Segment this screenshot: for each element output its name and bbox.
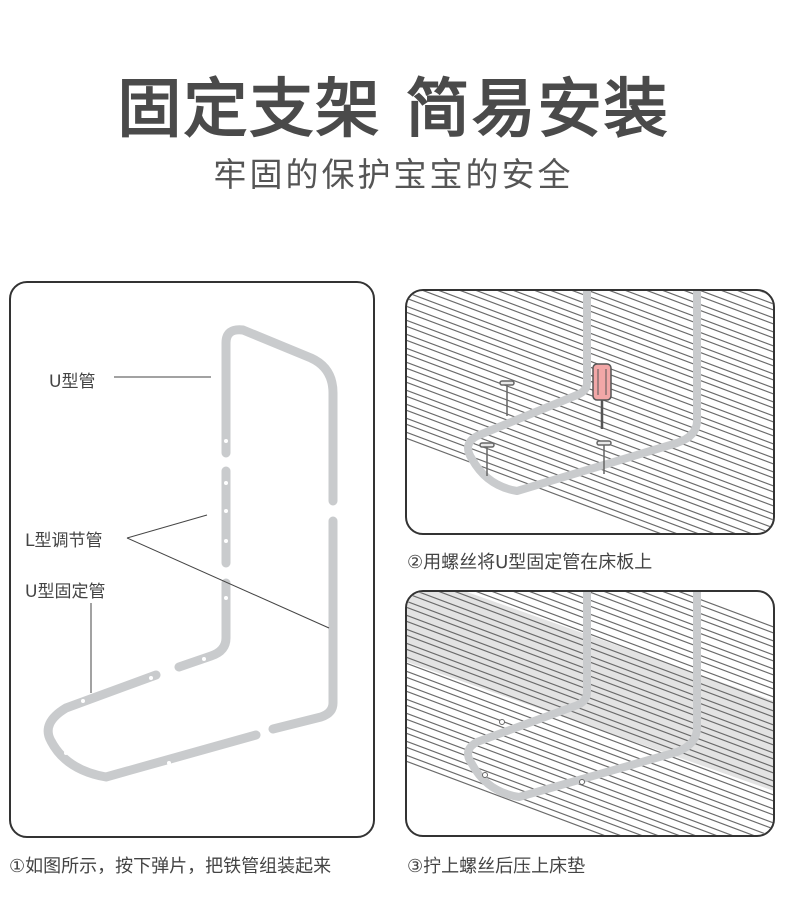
right-side-tube (268, 516, 338, 734)
bed-slat (407, 691, 773, 835)
bed-slat (407, 592, 773, 653)
l-adjust-tube-lower (174, 578, 231, 672)
screw-icon (479, 380, 612, 476)
screwdriver-icon (592, 363, 612, 429)
bed-slat (407, 663, 773, 821)
bed-board-screw-illustration (407, 291, 773, 533)
caption-step-1: ①如图所示，按下弹片，把铁管组装起来 (9, 856, 332, 877)
bed-slat (407, 368, 773, 526)
bed-slat (407, 291, 773, 358)
bed-slat (407, 354, 773, 512)
bed-slat (407, 291, 773, 344)
assembly-diagram-panel: U型管 L型调节管 U型固定管 (9, 281, 375, 838)
caption-step-3: ③拧上螺丝后压上床垫 (407, 856, 586, 877)
bed-slat (407, 719, 773, 835)
bed-slat (407, 592, 773, 667)
bed-slat (407, 747, 773, 835)
bed-slat (407, 424, 773, 533)
bed-slat (407, 326, 773, 484)
bed-rail-assembly-illustration (43, 325, 338, 782)
u-tube (221, 325, 338, 506)
label-l-adjust-tube: L型调节管 (25, 531, 103, 551)
caption-step-2: ②用螺丝将U型固定管在床板上 (407, 552, 653, 573)
bed-slat (407, 340, 773, 498)
bed-slat (407, 649, 773, 807)
u-fixed-tube (464, 592, 701, 801)
bed-slat (407, 291, 773, 330)
u-fixed-tube (464, 291, 701, 495)
bed-slat (407, 635, 773, 793)
mattress-panel (405, 590, 775, 837)
label-u-tube: U型管 (49, 372, 96, 392)
bed-slat (407, 592, 773, 639)
mattress-illustration (407, 592, 773, 835)
screw-install-panel (405, 289, 775, 535)
bed-slat (407, 733, 773, 835)
page-subtitle: 牢固的保护宝宝的安全 (213, 155, 574, 194)
page-title: 固定支架 简易安装 (117, 73, 670, 147)
bed-slat (407, 677, 773, 835)
bed-slat (407, 382, 773, 533)
u-fixed-tube (43, 670, 261, 782)
label-u-fixed-tube: U型固定管 (25, 582, 106, 602)
bed-slat (407, 410, 773, 533)
